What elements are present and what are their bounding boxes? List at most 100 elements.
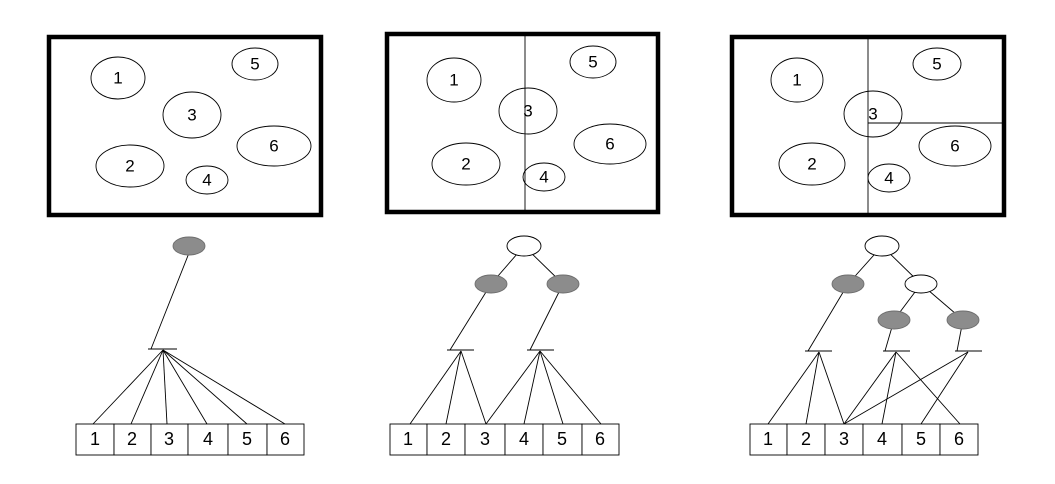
object-label-2: 2 (441, 429, 451, 449)
tree-root-node (864, 235, 900, 257)
pointer-edge (818, 351, 845, 425)
panel-1-tree (92, 236, 286, 425)
region-6 (918, 125, 992, 167)
panel-1-object-list: 1 2 3 4 5 6 (75, 423, 305, 456)
object-label-5: 5 (557, 429, 567, 449)
panel-2-tree (409, 235, 602, 425)
object-label-6: 6 (954, 429, 964, 449)
object-cell-5 (227, 423, 268, 456)
pointer-edge (409, 350, 462, 425)
region-5 (912, 47, 962, 81)
pointer-edge (485, 350, 541, 425)
object-cell-1 (389, 423, 428, 456)
region-label-2: 2 (807, 155, 816, 174)
region-5 (569, 45, 617, 79)
region-label-3: 3 (523, 102, 532, 121)
pointer-edge (162, 349, 168, 425)
region-2 (431, 142, 501, 186)
object-label-5: 5 (242, 429, 252, 449)
pointer-edge (843, 351, 969, 425)
region-1 (770, 57, 824, 103)
object-cell-5 (542, 423, 583, 456)
tree-edge (807, 283, 849, 352)
region-5 (231, 47, 279, 81)
pointer-edge (162, 349, 248, 425)
region-label-1: 1 (449, 71, 458, 90)
object-label-3: 3 (480, 429, 490, 449)
region-3 (162, 91, 222, 139)
region-2 (778, 142, 846, 186)
tree-leaf-node (877, 310, 911, 330)
pointer-edge (539, 350, 602, 425)
pointer-edge (805, 351, 820, 425)
object-cell-3 (824, 423, 864, 456)
object-label-4: 4 (203, 429, 213, 449)
object-label-4: 4 (519, 429, 529, 449)
region-1 (90, 56, 146, 100)
pointer-edge (843, 351, 897, 425)
region-4 (522, 162, 566, 192)
pointer-edge (92, 349, 164, 425)
object-label-1: 1 (763, 429, 773, 449)
tree-edge (529, 283, 564, 351)
object-cell-3 (464, 423, 506, 456)
object-cell-1 (749, 423, 788, 456)
tree-leaf-node (946, 310, 980, 330)
object-label-5: 5 (916, 429, 926, 449)
object-cell-2 (786, 423, 826, 456)
pointer-edge (162, 349, 208, 425)
pointer-edge (460, 350, 487, 425)
region-label-3: 3 (187, 106, 196, 125)
region-6 (236, 125, 312, 167)
object-label-4: 4 (877, 429, 887, 449)
region-label-4: 4 (884, 169, 893, 188)
object-label-1: 1 (90, 429, 100, 449)
region-2 (95, 144, 165, 188)
region-1 (426, 57, 482, 103)
panel-3-object-list: 1 2 3 4 5 6 (749, 423, 979, 456)
region-label-6: 6 (950, 137, 959, 156)
object-cell-4 (504, 423, 544, 456)
panel-3-space: 1 2 3 4 5 6 (729, 34, 1007, 218)
region-label-5: 5 (932, 55, 941, 74)
panel-2-object-list: 1 2 3 4 5 6 (389, 423, 620, 456)
object-cell-6 (581, 423, 620, 456)
pointer-edge (881, 351, 897, 425)
pointer-edge (895, 351, 961, 425)
tree-root-node (506, 235, 542, 257)
region-label-4: 4 (539, 168, 548, 187)
panel-2: 1 2 3 4 5 6 (384, 31, 661, 456)
object-label-1: 1 (403, 429, 413, 449)
pointer-edge (130, 349, 164, 425)
tree-edge (449, 283, 492, 351)
object-label-2: 2 (801, 429, 811, 449)
tree-leaf-node (831, 274, 865, 294)
panel-3: 1 2 3 4 5 6 (729, 34, 1007, 456)
object-label-6: 6 (595, 429, 605, 449)
tree-leaf-node (546, 274, 580, 294)
region-6 (573, 123, 647, 165)
region-label-5: 5 (588, 53, 597, 72)
region-label-1: 1 (113, 69, 122, 88)
region-3 (498, 87, 558, 135)
pointer-edge (445, 350, 462, 425)
object-label-3: 3 (839, 429, 849, 449)
region-label-3: 3 (868, 105, 877, 124)
object-cell-3 (150, 423, 189, 456)
region-label-4: 4 (202, 171, 211, 190)
object-cell-2 (113, 423, 152, 456)
panel-1: 1 2 3 4 5 6 1 2 (46, 34, 324, 456)
region-3 (843, 90, 903, 138)
tree-root-node (172, 236, 206, 256)
object-label-3: 3 (164, 429, 174, 449)
panel-1-space: 1 2 3 4 5 6 (46, 34, 324, 218)
pointer-edge (539, 350, 564, 425)
region-label-5: 5 (250, 55, 259, 74)
panel-3-tree (767, 235, 982, 425)
region-label-1: 1 (792, 71, 801, 90)
region-4 (185, 165, 229, 195)
object-label-2: 2 (127, 429, 137, 449)
object-label-6: 6 (280, 429, 290, 449)
